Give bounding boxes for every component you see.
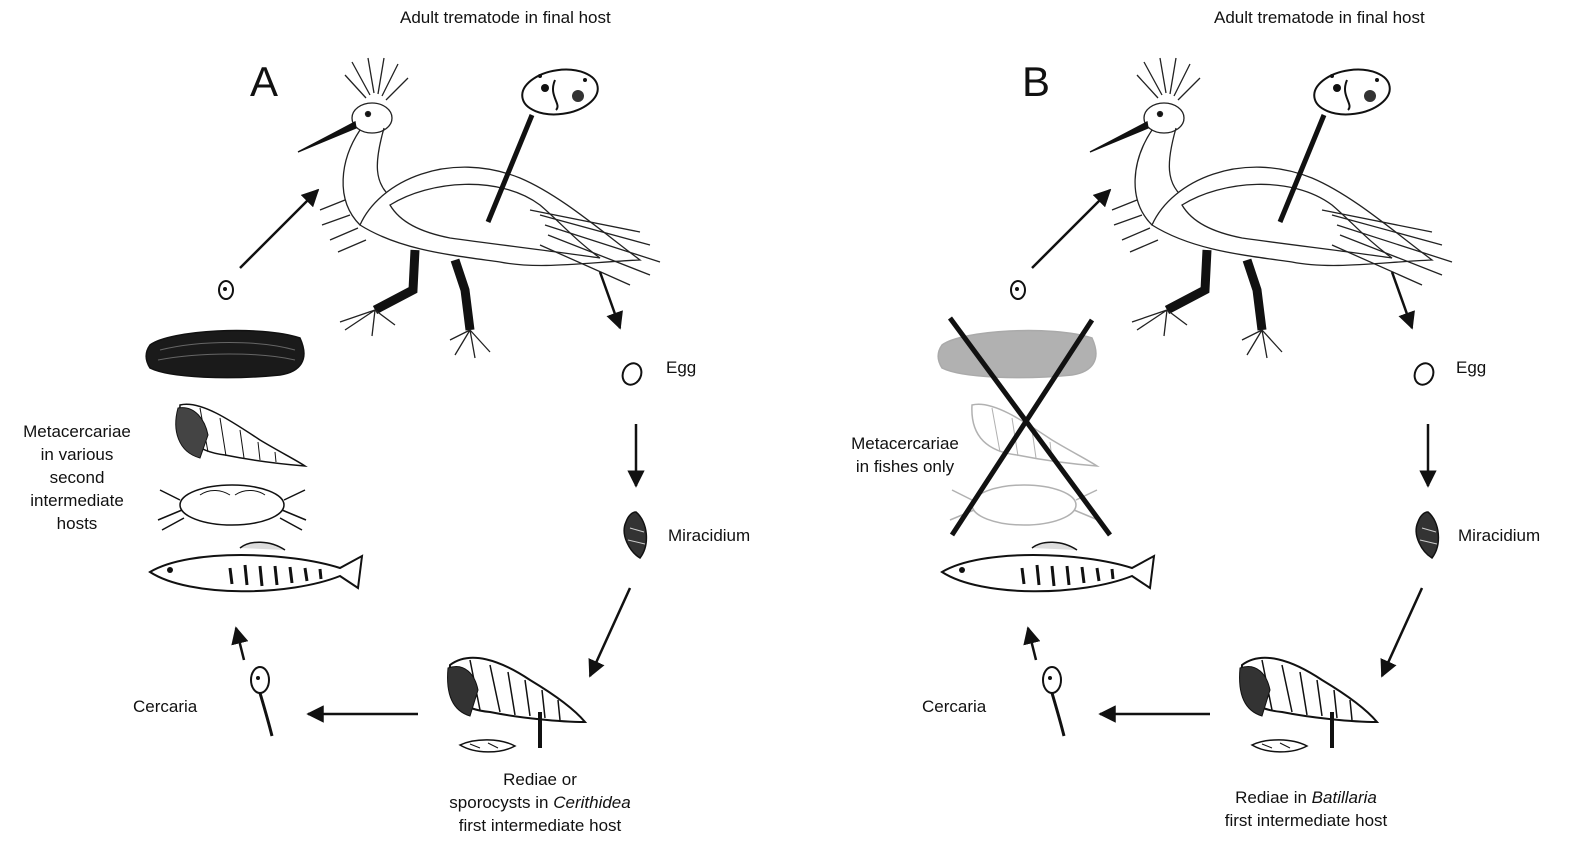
egg-icon: [619, 360, 645, 388]
egret-icon: [1090, 58, 1452, 358]
metacercariae-line: in fishes only: [840, 455, 970, 478]
fish-icon: [942, 542, 1154, 591]
metacercariae-line: in various: [12, 443, 142, 466]
first-host-text: Rediae in: [1235, 788, 1312, 807]
panel-b-title: Adult trematode in final host: [1214, 6, 1425, 29]
second-snail-icon: [176, 404, 305, 466]
panel-a-title: Adult trematode in final host: [400, 6, 611, 29]
arrow-to-second-host: [1028, 628, 1036, 660]
cercaria-label: Cercaria: [922, 695, 986, 718]
first-host-genus: Cerithidea: [553, 793, 631, 812]
metacercaria-icon: [219, 281, 233, 299]
miracidium-label: Miracidium: [668, 524, 750, 547]
redia-icon: [1252, 740, 1307, 752]
arrow-to-second-host: [236, 628, 244, 660]
arrow-to-egg: [1392, 272, 1412, 328]
metacercariae-line: second: [12, 466, 142, 489]
egg-label: Egg: [1456, 356, 1486, 379]
arrow-to-final-host: [1032, 190, 1110, 268]
egg-icon: [1411, 360, 1437, 388]
metacercariae-line: intermediate: [12, 489, 142, 512]
metacercariae-line: Metacercariae: [840, 432, 970, 455]
metacercaria-icon: [1011, 281, 1025, 299]
lifecycle-arrows: [236, 190, 636, 714]
panel-a: Adult trematode in final host A Egg Mira…: [0, 0, 792, 847]
crab-icon: [158, 485, 306, 530]
first-host-line: first intermediate host: [1196, 809, 1416, 832]
miracidium-icon: [624, 512, 646, 558]
metacercariae-line: Metacercariae: [12, 420, 142, 443]
first-host-line: Rediae in Batillaria: [1196, 786, 1416, 809]
fish-icon: [150, 542, 362, 591]
panel-b: Adult trematode in final host B Egg Mira…: [792, 0, 1584, 847]
metacercariae-line: hosts: [12, 512, 142, 535]
arrow-to-first-host: [1382, 588, 1422, 676]
first-host-line: Rediae or: [430, 768, 650, 791]
first-host-line: first intermediate host: [430, 814, 650, 837]
arrow-to-egg: [600, 272, 620, 328]
miracidium-icon: [1416, 512, 1438, 558]
cercaria-icon: [1043, 667, 1064, 736]
excluded-hosts: [938, 331, 1098, 525]
arrow-to-final-host: [240, 190, 318, 268]
first-host-genus: Batillaria: [1312, 788, 1377, 807]
first-host-line: sporocysts in Cerithidea: [430, 791, 650, 814]
egret-icon: [298, 58, 660, 358]
arrow-to-first-host: [590, 588, 630, 676]
mussel-icon: [146, 331, 304, 378]
metacercariae-label: Metacercariae in fishes only: [840, 432, 970, 478]
egg-label: Egg: [666, 356, 696, 379]
lifecycle-arrows: [1028, 190, 1428, 714]
panel-b-illustration: [792, 0, 1584, 847]
snail-icon: [1240, 658, 1377, 748]
miracidium-label: Miracidium: [1458, 524, 1540, 547]
redia-icon: [460, 740, 515, 752]
first-host-label: Rediae or sporocysts in Cerithidea first…: [430, 768, 650, 837]
panel-b-letter: B: [1022, 58, 1050, 106]
cercaria-label: Cercaria: [133, 695, 197, 718]
cercaria-icon: [251, 667, 272, 736]
first-host-label: Rediae in Batillaria first intermediate …: [1196, 786, 1416, 832]
metacercariae-label: Metacercariae in various second intermed…: [12, 420, 142, 535]
panel-a-letter: A: [250, 58, 278, 106]
snail-icon: [448, 658, 585, 748]
first-host-text: sporocysts in: [449, 793, 553, 812]
